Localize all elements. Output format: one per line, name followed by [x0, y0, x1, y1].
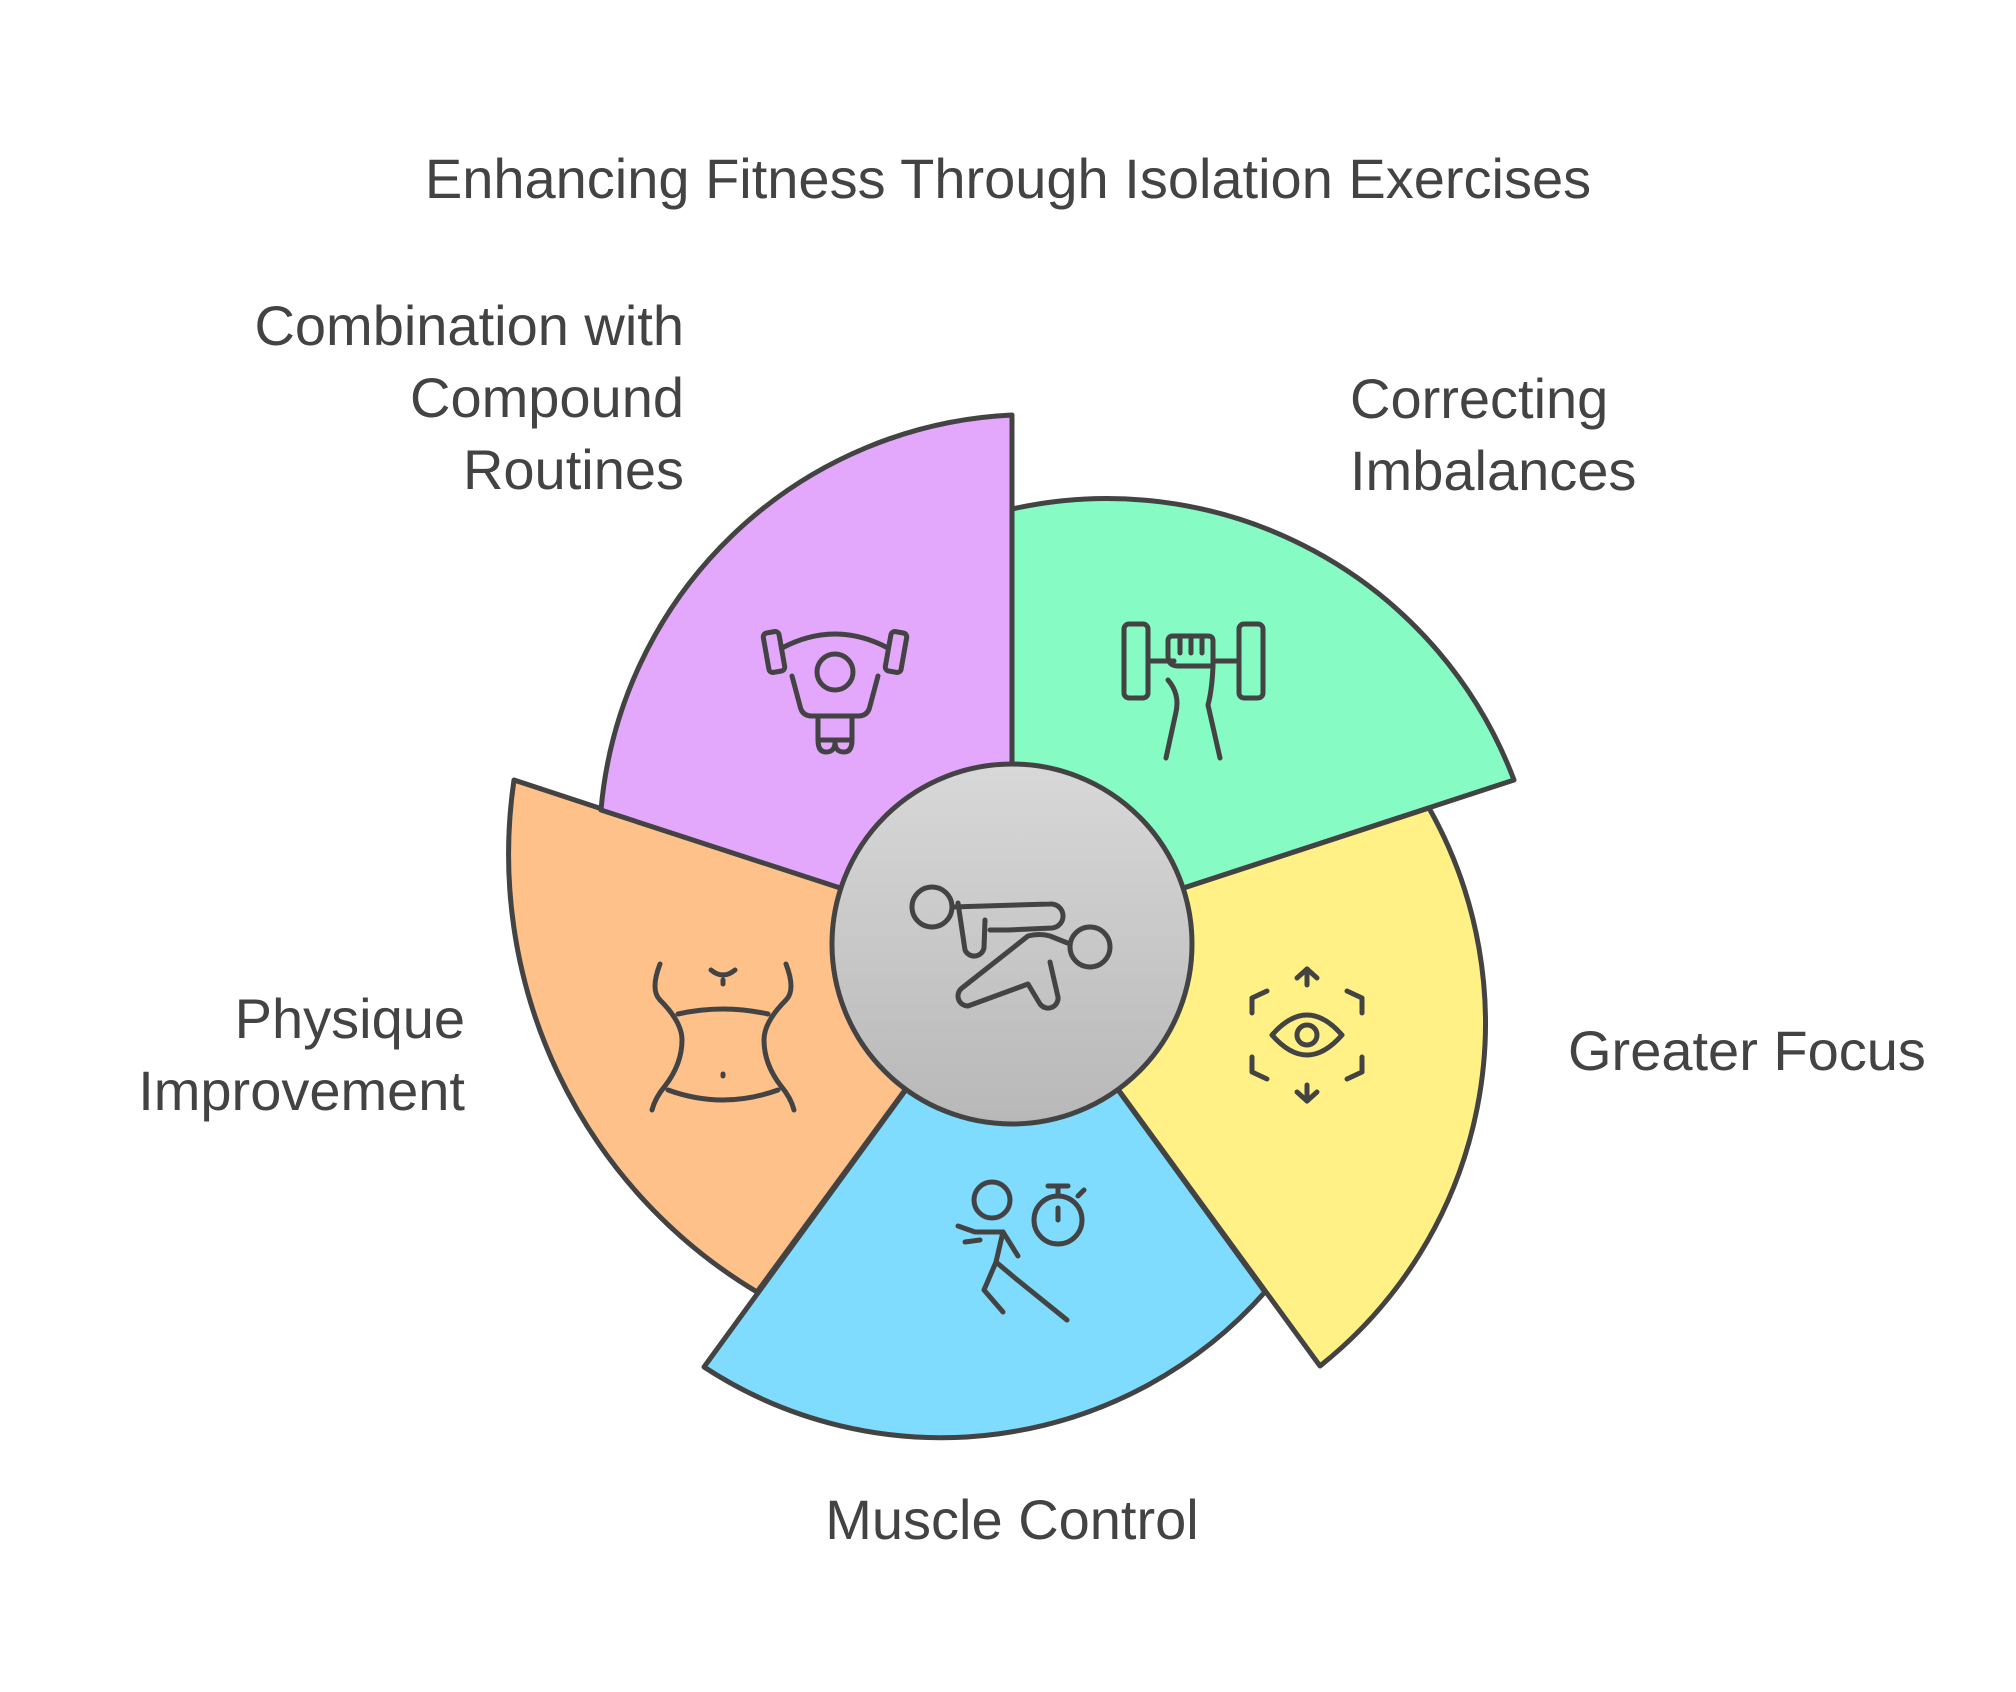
center-circle: [829, 761, 1195, 1127]
label-correcting-imbalances: Correcting Imbalances: [1350, 367, 1637, 502]
dumbbell-grip-icon: [1121, 621, 1266, 761]
sparring-figures-icon: [909, 884, 1113, 1011]
label-muscle-control: Muscle Control: [825, 1488, 1199, 1551]
label-physique-improvement: Physique Improvement: [138, 987, 465, 1122]
focus-eye-icon: [1249, 966, 1365, 1104]
label-greater-focus: Greater Focus: [1568, 1019, 1926, 1082]
label-combination-compound: Combination with Compound Routines: [254, 294, 684, 501]
bench-press-icon: [760, 629, 910, 755]
diagram-title: Enhancing Fitness Through Isolation Exer…: [424, 147, 1592, 210]
segment-muscle-control[interactable]: [701, 941, 1268, 1441]
runner-stopwatch-icon: [955, 1179, 1087, 1323]
torso-waist-icon: [649, 961, 797, 1113]
